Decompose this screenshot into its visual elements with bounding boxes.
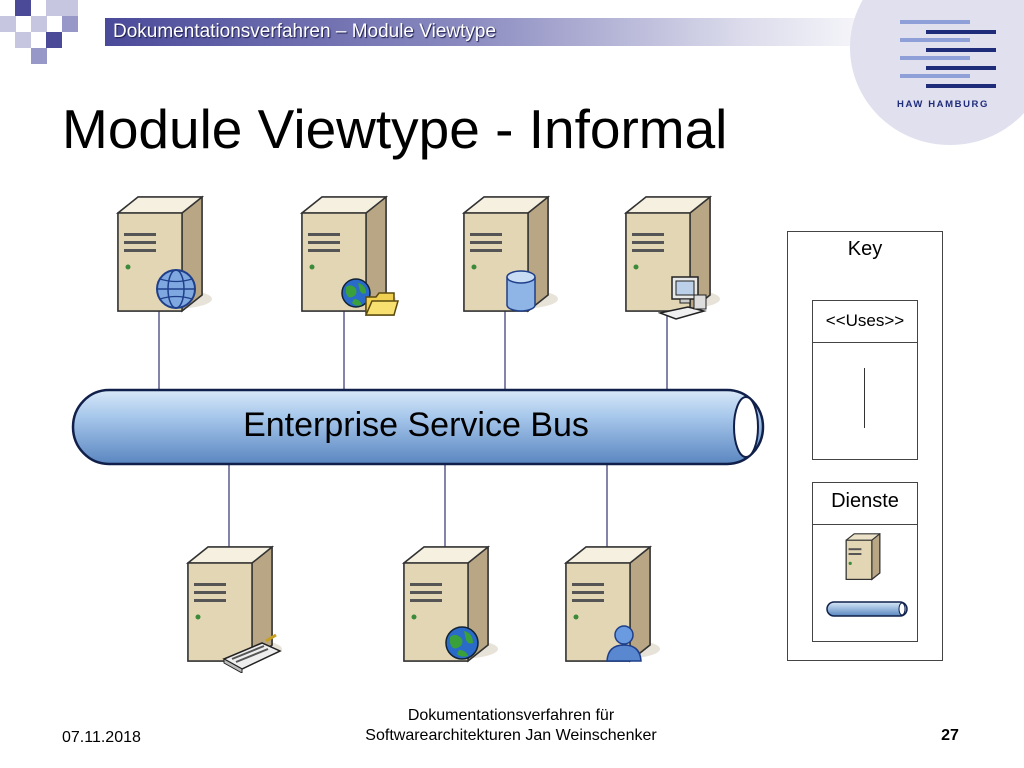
server-database — [456, 195, 566, 325]
user-icon — [606, 625, 642, 662]
header-band — [105, 18, 905, 46]
globe-icon — [156, 269, 196, 309]
folder-icon — [364, 292, 399, 316]
decorative-squares — [0, 0, 110, 70]
footer-course-line2: Softwarearchitekturen Jan Weinschenker — [365, 727, 657, 744]
legend-server-icon — [845, 533, 881, 581]
workstation-icon — [658, 276, 707, 320]
server-network — [180, 545, 290, 675]
footer-date: 07.11.2018 — [62, 729, 141, 746]
footer-page-number: 27 — [941, 727, 959, 744]
server-web-folder — [294, 195, 404, 325]
enterprise-service-bus — [71, 388, 765, 466]
globe-icon — [341, 278, 371, 308]
legend-uses-label: <<Uses>> — [825, 311, 905, 330]
footer-course-line1: Dokumentationsverfahren für — [407, 707, 615, 724]
slide-title: Module Viewtype - Informal — [62, 98, 728, 160]
server-web-globe — [110, 195, 220, 325]
server-user — [558, 545, 668, 675]
logo-text: HAW HAMBURG — [897, 99, 990, 110]
legend-services-divider — [812, 524, 918, 525]
bus-label: Enterprise Service Bus — [243, 406, 589, 444]
footer-course: Dokumentationsverfahren für Softwarearch… — [330, 706, 692, 746]
legend-box — [787, 231, 943, 661]
server-web-globe-bottom — [396, 545, 506, 675]
legend-services-label: Dienste — [831, 490, 899, 512]
globe-icon — [445, 626, 479, 660]
legend-title: Key — [847, 238, 883, 260]
server-icon — [401, 545, 498, 663]
database-icon — [506, 270, 536, 312]
legend-uses-divider — [812, 342, 918, 343]
legend-bus-icon — [826, 601, 908, 617]
header-subtitle: Dokumentationsverfahren – Module Viewtyp… — [113, 21, 497, 42]
network-card-icon — [222, 633, 282, 673]
legend-uses-line-icon — [864, 368, 865, 428]
haw-logo-icon — [900, 20, 996, 88]
server-workstation — [618, 195, 728, 325]
legend-uses-box — [812, 300, 918, 460]
legend-services-box — [812, 482, 918, 642]
